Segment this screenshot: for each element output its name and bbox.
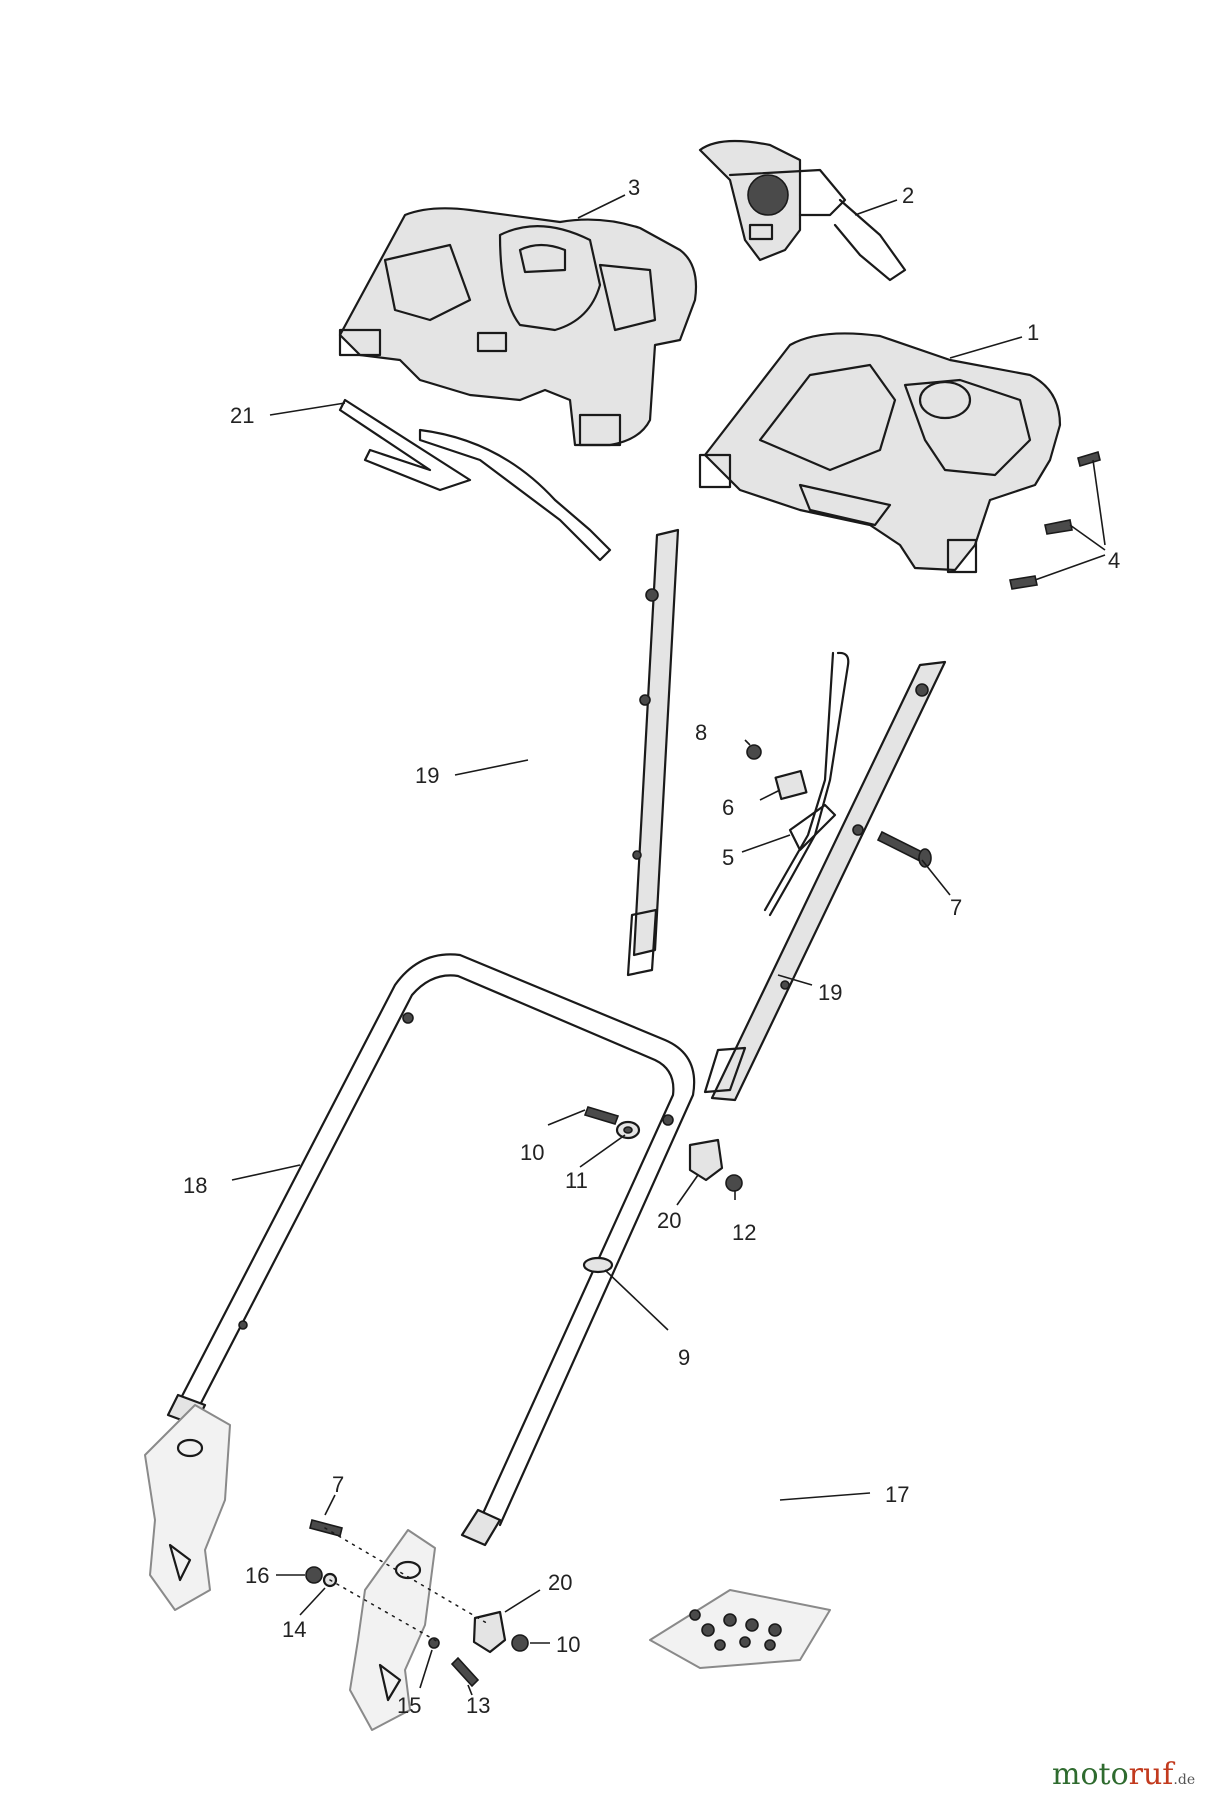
callout-18: 18 bbox=[183, 1173, 207, 1198]
callout-19-right: 19 bbox=[818, 980, 842, 1005]
watermark-brand-green: moto bbox=[1052, 1757, 1129, 1792]
callout-16: 16 bbox=[245, 1563, 269, 1588]
callout-11: 11 bbox=[565, 1168, 588, 1193]
callout-15: 15 bbox=[397, 1693, 421, 1718]
part-lower-fasteners bbox=[305, 1519, 529, 1688]
callout-20-lower: 20 bbox=[548, 1570, 572, 1595]
part-mounting-bracket-right bbox=[349, 1529, 436, 1731]
leader-lines bbox=[231, 194, 1106, 1696]
part-mounting-bracket-left bbox=[144, 1404, 231, 1611]
callout-9: 9 bbox=[678, 1345, 690, 1370]
callout-1: 1 bbox=[1027, 320, 1039, 345]
part-upper-tube-right bbox=[703, 660, 947, 1102]
svg-text:motoruf.de: motoruf.de bbox=[1052, 1757, 1195, 1792]
callout-4: 4 bbox=[1108, 548, 1120, 573]
part-cable-clip bbox=[338, 398, 612, 562]
callout-10-lower: 10 bbox=[556, 1632, 580, 1657]
callout-14: 14 bbox=[282, 1617, 306, 1642]
callout-13: 13 bbox=[466, 1693, 490, 1718]
callout-7-upper: 7 bbox=[950, 895, 962, 920]
part-main-handle bbox=[166, 953, 696, 1547]
callout-labels: 3 2 1 4 21 19 8 6 5 7 19 18 10 11 20 12 … bbox=[183, 175, 1120, 1718]
watermark-brand-red: ruf bbox=[1129, 1757, 1176, 1792]
part-upper-handle-cover bbox=[338, 207, 698, 447]
callout-12: 12 bbox=[732, 1220, 756, 1245]
part-collar bbox=[582, 1256, 614, 1274]
callout-6: 6 bbox=[722, 795, 734, 820]
callout-17: 17 bbox=[885, 1482, 909, 1507]
callout-8: 8 bbox=[695, 720, 707, 745]
part-control-switch bbox=[698, 139, 907, 282]
callout-3: 3 bbox=[628, 175, 640, 200]
part-knob-nut-upper bbox=[688, 1138, 743, 1192]
callout-20-upper: 20 bbox=[657, 1208, 681, 1233]
callout-2: 2 bbox=[902, 183, 914, 208]
callout-19-left: 19 bbox=[415, 763, 439, 788]
callout-7-lower: 7 bbox=[332, 1472, 344, 1497]
part-screws bbox=[1009, 450, 1101, 590]
watermark-logo: motoruf.de bbox=[1052, 1757, 1195, 1792]
callout-5: 5 bbox=[722, 845, 734, 870]
part-hardware-kit bbox=[649, 1589, 831, 1669]
callout-21: 21 bbox=[230, 403, 254, 428]
part-upper-tube-left bbox=[626, 528, 680, 977]
part-cable-assembly bbox=[746, 651, 850, 917]
part-bolt-washer-upper bbox=[583, 1106, 641, 1140]
watermark-suffix: .de bbox=[1173, 1772, 1195, 1788]
part-bolt-upper bbox=[876, 830, 932, 868]
callout-10-upper: 10 bbox=[520, 1140, 544, 1165]
part-lower-handle-housing bbox=[698, 332, 1062, 574]
